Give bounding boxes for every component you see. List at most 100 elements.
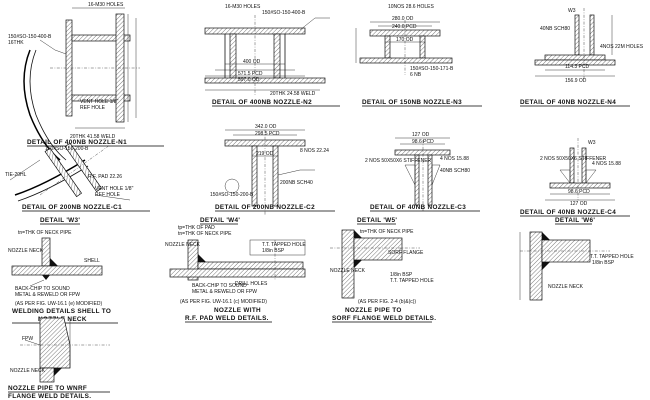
c1-flange-note: 150#SO-150-200-B (45, 146, 89, 152)
w3-ref: (AS PER FIG. UW-16.1 (e) MODIFIED) (15, 301, 102, 307)
w4-ref: (AS PER FIG. UW-16.1 (c) MODIFIED) (180, 299, 267, 305)
n1-title: DETAIL OF 400NB NOZZLE-N1 (27, 139, 127, 146)
w4-drill-note: DRILL HOLES (235, 281, 268, 287)
detail-w6-drawing: DETAIL 'W6' NOZZLE NECK T.T. TAPPED HOLE… (519, 217, 634, 301)
n2-pad-note: 20THK 24.58 WELD (270, 91, 316, 97)
c2-dim-od2: 219 OD (256, 151, 274, 157)
w3-tn-note: tn=THK OF NECK PIPE (18, 230, 72, 236)
wn-fpw-label: FPW (22, 336, 33, 342)
n2-title: DETAIL OF 400NB NOZZLE-N2 (212, 99, 312, 106)
n4-pipe-note: 40NB SCH80 (540, 26, 570, 32)
c2-holes-note: 8 NOS 22.24 (300, 148, 329, 154)
detail-w3-drawing: DETAIL 'W3' tn=THK OF NECK PIPE NOZZLE N… (8, 217, 118, 324)
n3-holes-note: 10NOS 28.6 HOLES (388, 4, 435, 10)
w6-neck-label: NOZZLE NECK (548, 284, 584, 290)
c1-lug-note: TIE-20HL (5, 172, 27, 178)
n3-title: DETAIL OF 150NB NOZZLE-N3 (362, 99, 462, 106)
n1-pad-note: 20THK 41.58 WELD (70, 134, 116, 140)
n2-dim-od: 400 OD (243, 59, 261, 65)
n4-dim-pcd: 114.3 PCD (565, 64, 589, 70)
n2-flange-note: 150#SO-150-400-B (262, 10, 306, 16)
wnrf-detail-drawing: FPW NOZZLE NECK NOZZLE PIPE TO WNRF FLAN… (8, 317, 110, 400)
n2-dim-od2: 597.0 OD (238, 77, 260, 83)
w4-tapped-note: T.T. TAPPED HOLE (262, 242, 306, 248)
n4-mark: W3 (568, 8, 576, 14)
w4-title: DETAIL 'W4' (200, 217, 240, 224)
nozzle-c1-drawing: 150#SO-150-200-B R.F. PAD 22.26 VENT HOL… (5, 142, 150, 212)
rf-pad-title-1: NOZZLE WITH (214, 307, 261, 314)
c4-holes-note: 4 NOS 15.88 (592, 161, 621, 167)
detail-w5-drawing: DETAIL 'W5' tn=THK OF NECK PIPE NOZZLE N… (330, 217, 436, 323)
n4-holes-note: 4NOS 22M HOLES (600, 44, 644, 50)
w5-tn-note: tn=THK OF NECK PIPE (360, 229, 414, 235)
w5-flange-label: SORF FLANGE (388, 250, 424, 256)
c4-dim-pcd: 98.6 PCD (568, 189, 590, 195)
n3-dim-od2: 170 OD (396, 37, 414, 43)
w4-neck-label: NOZZLE NECK (165, 242, 201, 248)
n3-dim-od: 280.0 OD (392, 16, 414, 22)
w5-bsp-note: 1/8in BSP (390, 272, 413, 278)
w6-bsp-note: 1/8in BSP (592, 260, 615, 266)
c2-title: DETAIL OF 200NB NOZZLE-C2 (215, 204, 315, 211)
c3-title: DETAIL OF 40NB NOZZLE-C3 (370, 204, 466, 211)
c2-pipe-note: 200NB SCH40 (280, 180, 313, 186)
w4-note-2: METAL & REWELD OR FPW (192, 289, 257, 295)
n1-holes-note: 16-M30 HOLES (88, 2, 124, 8)
nozzle-c2-drawing: 342.0 OD 298.5 PCD 219 OD 8 NOS 22.24 20… (210, 124, 335, 215)
c4-mark: W3 (588, 140, 596, 146)
nozzle-n4-drawing: W3 40NB SCH80 114.3 PCD 156.9 OD 4NOS 22… (520, 8, 644, 107)
w4-note-1: BACK-CHIP TO SOUND (192, 283, 247, 289)
c3-dim-od: 127 OD (412, 132, 430, 138)
n1-neck-note: 16THK (8, 40, 24, 46)
w3-note-1: BACK-CHIP TO SOUND (15, 286, 70, 292)
n3-dim-pcd: 240.0 PCD (392, 24, 417, 30)
detail-w4-drawing: DETAIL 'W4' tp=THK OF PAD tn=THK OF NECK… (165, 217, 306, 323)
sorf-title-1: NOZZLE PIPE TO (345, 307, 402, 314)
sorf-title-2: SORF FLANGE WELD DETAILS. (332, 315, 436, 322)
w4-tn-note: tn=THK OF NECK PIPE (178, 231, 232, 237)
n2-holes-note: 16-M30 HOLES (225, 4, 261, 10)
rf-pad-title-2: R.F. PAD WELD DETAILS. (185, 315, 269, 322)
w5-neck-label: NOZZLE NECK (330, 268, 366, 274)
nozzle-n3-drawing: 10NOS 28.6 HOLES 280.0 OD 240.0 PCD 170 … (355, 4, 482, 107)
shell-weld-title-1: WELDING DETAILS SHELL TO (12, 308, 111, 315)
c1-vent-note: VENT HOLE 1/8" (95, 186, 134, 192)
w6-title: DETAIL 'W6' (555, 217, 595, 224)
c4-title: DETAIL OF 40NB NOZZLE-C4 (520, 209, 616, 216)
c3-dim-pcd: 98.6 PCD (412, 139, 434, 145)
c2-dim-od: 342.0 OD (255, 124, 277, 130)
w3-title: DETAIL 'W3' (40, 217, 80, 224)
w3-neck-label: NOZZLE NECK (8, 248, 44, 254)
n3-flange-note: 150#SO-150-171-B (410, 66, 454, 72)
w5-ref: (AS PER FIG. 2-4 (b)&(c)) (358, 299, 416, 305)
w4-bsp-note: 1/8in BSP (262, 248, 285, 254)
c3-pipe-note: 40NB SCH80 (440, 168, 470, 174)
c2-flange-note: 150#SO-150-200-B (210, 192, 254, 198)
nozzle-n1-drawing: 16-M30 HOLES 150#SO-150-400-B 16THK VENT… (8, 2, 164, 161)
c4-stiff-note: 2 NOS 50X50X6 STIFFENER (540, 156, 607, 162)
w5-tapped-note: T.T. TAPPED HOLE (390, 278, 434, 284)
n1-ref-note: REF HOLE (80, 105, 106, 111)
w4-tp-note: tp=THK OF PAD (178, 225, 215, 231)
wnrf-title-2: FLANGE WELD DETAILS. (8, 393, 91, 400)
n3-pipe-note: 6 NB (410, 72, 422, 78)
wn-neck-label: NOZZLE NECK (10, 368, 46, 374)
n1-flange-note: 150#SO-150-400-B (8, 34, 52, 40)
n4-title: DETAIL OF 40NB NOZZLE-N4 (520, 99, 616, 106)
n2-dim-pcd: 571.5 PCD (238, 71, 263, 77)
nozzle-c4-drawing: W3 4 NOS 15.88 98.6 PCD 127 OD 2 NOS 50X… (520, 138, 630, 217)
n1-vent-note: VENT HOLE 1/8" (80, 99, 119, 105)
w3-shell-label: SHELL (84, 258, 100, 264)
c3-stiff-note: 2 NOS 50X50X6 STIFFENER (365, 158, 432, 164)
c2-dim-pcd: 298.5 PCD (255, 131, 280, 137)
w6-tapped-note: T.T. TAPPED HOLE (590, 254, 634, 260)
c1-ref-note: REF HOLE (95, 192, 121, 198)
w5-title: DETAIL 'W5' (357, 217, 397, 224)
c1-pad-note: R.F. PAD 22.26 (88, 174, 122, 180)
c4-dim-od: 127 OD (570, 201, 588, 207)
wnrf-title-1: NOZZLE PIPE TO WNRF (8, 385, 87, 392)
nozzle-n2-drawing: 16-M30 HOLES 150#SO-150-400-B 400 OD 571… (204, 4, 340, 107)
n4-dim-od: 156.9 OD (565, 78, 587, 84)
c3-holes-note: 4 NOS 15.88 (440, 156, 469, 162)
